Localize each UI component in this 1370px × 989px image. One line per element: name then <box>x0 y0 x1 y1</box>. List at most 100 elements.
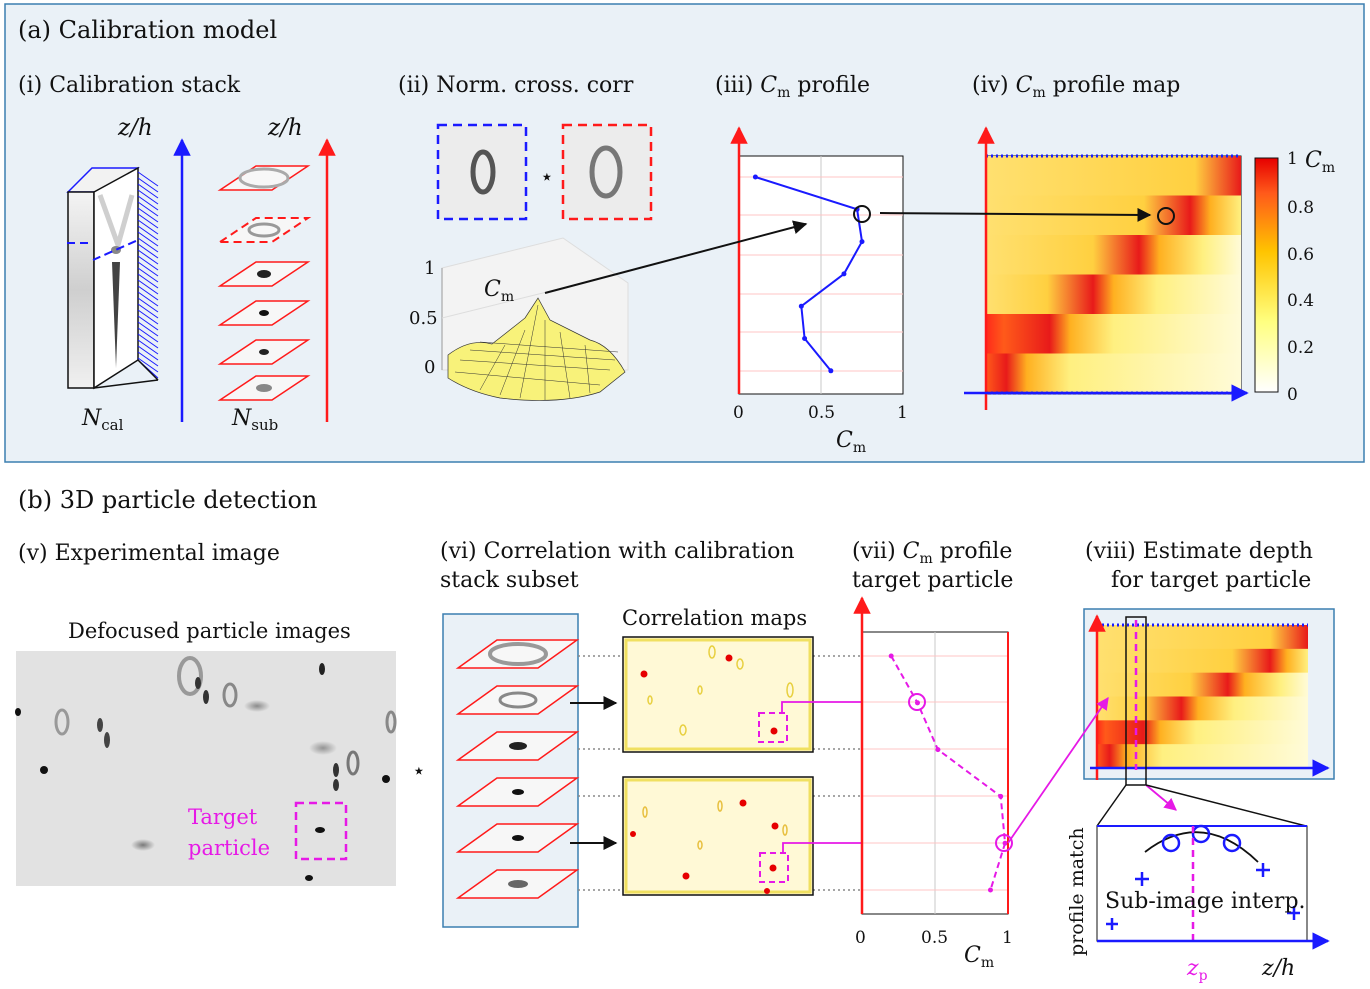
mini-map-column-selector <box>1125 616 1147 786</box>
subtitle-iii: (iii) Cm profile <box>715 73 870 101</box>
colorbar-tick: 0.2 <box>1287 338 1314 358</box>
calibration-stack-block <box>66 166 159 390</box>
surface-tick-0: 0 <box>424 357 435 378</box>
mini-profile-map <box>1097 623 1308 769</box>
profile-data-point <box>859 239 865 245</box>
colorbar-ticks: 1 0.8 0.6 0.4 0.2 0 <box>1287 149 1314 405</box>
profile-data-point <box>935 747 941 753</box>
subset-stack-planes <box>455 639 580 899</box>
profile-vii-xtick-1: 1 <box>1002 928 1013 948</box>
correlation-maps-label: Correlation maps <box>622 606 807 630</box>
subtitle-viii-line2: for target particle <box>1111 568 1311 593</box>
profile-iii-xlabel: Cm <box>836 428 866 456</box>
profile-data-point <box>998 793 1004 799</box>
subtitle-vii-line2: target particle <box>852 568 1013 593</box>
arrow-surface-to-profile <box>544 220 808 294</box>
target-box-map1 <box>758 712 788 743</box>
surface-tick-1: 1 <box>424 258 435 279</box>
heatmap-row <box>1097 720 1308 745</box>
subtitle-vi-line2: stack subset <box>440 568 579 593</box>
profile-iii-xtick-0.5: 0.5 <box>808 403 835 423</box>
ncal-label: Ncal <box>81 406 124 434</box>
correlation-star: ⋆ <box>540 165 554 190</box>
colorbar-tick: 0.6 <box>1287 245 1314 265</box>
colorbar-tick: 0.4 <box>1287 291 1314 311</box>
arrow-profile-to-minimap <box>1007 696 1109 844</box>
experimental-image <box>15 651 397 886</box>
heatmap-row <box>986 314 1241 354</box>
heatmap-row <box>1097 672 1308 697</box>
heatmap-row <box>986 353 1241 394</box>
subtitle-vii-line1: (vii) Cm profile <box>852 539 1012 567</box>
target-profile-marker1 <box>908 693 926 711</box>
sub-stack-planes <box>216 165 312 401</box>
template-image-blue <box>436 123 528 221</box>
profile-data-point <box>914 700 920 706</box>
colorbar-tick: 0.8 <box>1287 198 1314 218</box>
dotted-guides <box>578 655 862 891</box>
subtitle-i: (i) Calibration stack <box>18 73 241 98</box>
heatmap-row <box>986 235 1241 275</box>
profile-data-point <box>841 271 847 277</box>
profile-data-point <box>802 336 808 341</box>
nsub-label: Nsub <box>231 406 278 434</box>
correlation-map-1 <box>622 636 814 753</box>
colorbar-label: Cm <box>1305 148 1335 176</box>
colorbar-tick: 0 <box>1287 385 1298 405</box>
target-box-map2 <box>759 852 789 883</box>
heatmap-row <box>1097 648 1308 674</box>
subtitle-vi-line1: (vi) Correlation with calibration <box>440 539 795 564</box>
subtitle-viii-line1: (viii) Estimate depth <box>1085 539 1313 564</box>
profile-match-label: profile match <box>1066 827 1088 956</box>
target-profile-plot <box>861 631 1009 915</box>
zoom-line-left <box>1096 784 1127 827</box>
target-label-line1: Target <box>188 805 258 829</box>
colorbar-tick: 1 <box>1287 149 1298 169</box>
cm-profile-map <box>985 154 1242 395</box>
target-profile-marker2 <box>995 834 1013 852</box>
profile-data-point <box>1002 840 1008 846</box>
subimage-interp-label: Sub-image interp. <box>1105 889 1306 914</box>
correlation-star-b: ⋆ <box>412 759 426 784</box>
cm-surface-label: Cm <box>484 277 514 305</box>
defocused-label: Defocused particle images <box>68 619 351 643</box>
profile-peak-marker <box>853 205 871 223</box>
surface-tick-0.5: 0.5 <box>409 308 438 329</box>
zh-label-red: z/h <box>267 115 303 141</box>
heatmap-row <box>1097 696 1308 721</box>
target-label-line2: particle <box>188 836 270 860</box>
template-image-red <box>561 123 653 221</box>
heatmap-row <box>986 156 1241 196</box>
heatmap-row <box>1097 625 1308 650</box>
heatmap-row <box>986 274 1241 315</box>
subtitle-v: (v) Experimental image <box>18 541 280 566</box>
profile-vii-xtick-0: 0 <box>855 928 866 948</box>
interp-plot <box>1096 824 1308 942</box>
subtitle-iv: (iv) Cm profile map <box>972 73 1180 101</box>
profile-vii-xtick-0.5: 0.5 <box>921 928 948 948</box>
profile-data-point <box>798 303 804 309</box>
profile-data-point <box>888 653 894 659</box>
zh-label-blue: z/h <box>117 115 153 141</box>
profile-data-point <box>828 368 834 374</box>
profile-data-point <box>752 174 758 180</box>
profile-vii-xlabel: Cm <box>964 943 994 971</box>
colorbar <box>1254 157 1279 393</box>
panel-b-title: (b) 3D particle detection <box>18 486 317 514</box>
stack-slice-lines <box>137 171 159 379</box>
panel-a-title: (a) Calibration model <box>18 16 277 44</box>
profile-iii-xtick-0: 0 <box>733 403 744 423</box>
heatmap-row <box>1097 744 1308 769</box>
arrow-profile-to-map <box>879 207 1152 222</box>
zp-label: zp <box>1186 956 1208 984</box>
arrow-minimap-to-interp <box>1145 784 1177 811</box>
subtitle-ii: (ii) Norm. cross. corr <box>398 73 634 98</box>
cm-profile-plot <box>738 155 904 395</box>
correlation-map-2 <box>622 776 814 896</box>
profile-data-point <box>987 887 993 893</box>
profile-iii-xtick-1: 1 <box>897 403 908 423</box>
correlation-surface-plot <box>441 237 629 401</box>
zoom-line-right <box>1145 784 1307 827</box>
map-peak-marker <box>1157 207 1175 225</box>
